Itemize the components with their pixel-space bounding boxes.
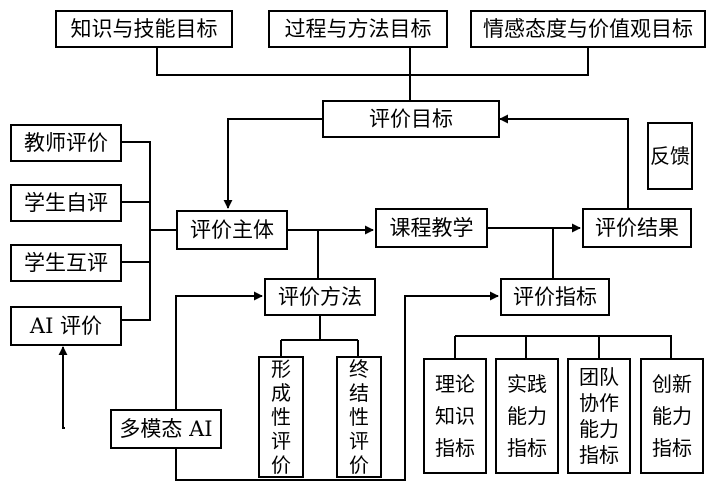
feedback-arrow: [499, 114, 629, 208]
summative-evaluation-box: 终结性评价: [336, 356, 382, 478]
goal-to-subject-arrow: [223, 118, 322, 209]
teacher-evaluation-box: 教师评价: [10, 124, 122, 162]
process-methods-goal-box: 过程与方法目标: [268, 10, 448, 48]
teamwork-ability-indicator-box: 团队协作能力指标: [567, 358, 631, 474]
evaluation-indicator-box: 评价指标: [500, 278, 610, 316]
feedback-label: 反馈: [650, 144, 690, 168]
ai-to-method-arrow: [175, 291, 263, 409]
innovation-ability-indicator-box: 创新能力指标: [640, 358, 704, 474]
knowledge-skills-goal-box: 知识与技能目标: [55, 10, 233, 48]
course-teaching-box: 课程教学: [375, 208, 488, 248]
formative-evaluation-label: 形成性评价: [271, 357, 291, 477]
multimodal-ai-box: 多模态 AI: [110, 409, 222, 449]
theory-knowledge-indicator-label: 理论知识指标: [435, 372, 475, 460]
indicator-sub-line: [454, 335, 672, 358]
method-sub-line: [280, 316, 359, 356]
evaluation-goal-box: 评价目标: [322, 100, 500, 138]
summative-evaluation-label: 终结性评价: [349, 357, 369, 477]
innovation-ability-indicator-label: 创新能力指标: [652, 372, 692, 460]
theory-knowledge-indicator-box: 理论知识指标: [423, 358, 487, 474]
ai-to-aieval-arrow: [58, 346, 68, 429]
practice-ability-indicator-box: 实践能力指标: [495, 358, 559, 474]
emotion-values-goal-box: 情感态度与价值观目标: [470, 10, 706, 48]
evaluators-bracket-line: [122, 141, 176, 321]
ai-to-indicator-arrow: [175, 291, 499, 481]
evaluation-result-box: 评价结果: [582, 208, 692, 248]
ai-evaluation-box: AI 评价: [10, 306, 122, 346]
teamwork-ability-indicator-label: 团队协作能力指标: [579, 365, 619, 467]
evaluation-method-box: 评价方法: [264, 278, 376, 316]
formative-evaluation-box: 形成性评价: [258, 356, 304, 478]
evaluation-subject-box: 评价主体: [176, 210, 288, 250]
goals-merge-line: [156, 48, 589, 102]
feedback-box: 反馈: [647, 122, 693, 190]
practice-ability-indicator-label: 实践能力指标: [507, 372, 547, 460]
student-peer-evaluation-box: 学生互评: [10, 244, 122, 282]
student-self-evaluation-box: 学生自评: [10, 184, 122, 222]
